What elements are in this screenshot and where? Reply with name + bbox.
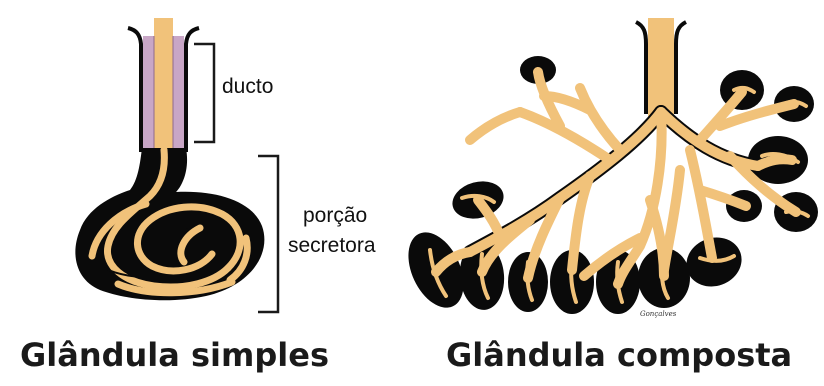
compound-gland: [397, 18, 818, 316]
porcao-secretora-label-line1: porção: [303, 203, 367, 228]
ducto-label: ducto: [222, 74, 273, 99]
compound-gland-caption: Glândula composta: [446, 336, 792, 374]
simple-gland-duct: [128, 18, 199, 158]
simple-gland: [75, 18, 278, 312]
compound-gland-duct: [636, 18, 686, 118]
simple-gland-caption: Glândula simples: [20, 336, 329, 374]
ducto-bracket: [194, 44, 214, 142]
porcao-secretora-label-line2: secretora: [288, 233, 376, 258]
simple-gland-secretory-coil: [75, 148, 264, 300]
artist-signature: Gonçalves: [640, 310, 676, 318]
